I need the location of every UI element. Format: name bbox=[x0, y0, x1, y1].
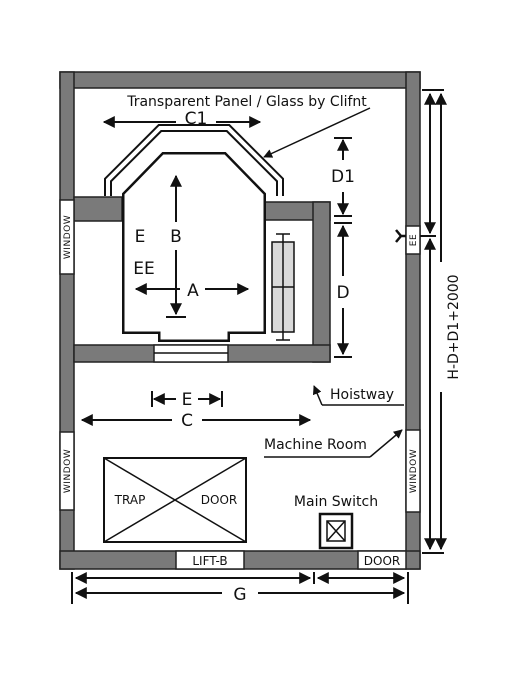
dimension-g: G bbox=[71, 572, 409, 605]
window-left-bottom-label: WINDOW bbox=[63, 449, 73, 493]
transparent-panel-label: Transparent Panel / Glass by Clifnt bbox=[126, 94, 367, 110]
door-bottom-label: DOOR bbox=[364, 554, 400, 568]
ee-label: EE bbox=[133, 259, 154, 279]
trap-label: TRAP bbox=[114, 493, 146, 507]
main-switch-label: Main Switch bbox=[294, 494, 378, 510]
transparent-panel-annotation: Transparent Panel / Glass by Clifnt bbox=[126, 94, 371, 158]
car-dimensions: E EE B A bbox=[133, 174, 250, 318]
window-left-top: WINDOW bbox=[59, 199, 75, 275]
hoistway-annotation: Hoistway bbox=[312, 385, 404, 406]
hoistway-label: Hoistway bbox=[330, 387, 394, 403]
dimension-c1: C1 bbox=[102, 109, 262, 129]
dimension-d: D bbox=[334, 222, 352, 358]
transparent-panel-leader bbox=[263, 107, 371, 158]
a-label: A bbox=[187, 281, 199, 301]
partition-left-stub bbox=[73, 196, 123, 222]
partition-right-wall bbox=[312, 201, 331, 363]
lift-b-label: LIFT-B bbox=[192, 554, 227, 568]
window-left-bottom: WINDOW bbox=[59, 431, 75, 511]
elevator-car bbox=[104, 124, 284, 342]
door-opening: DOOR bbox=[357, 550, 407, 570]
hoistway-partition bbox=[73, 196, 331, 363]
window-right-label: WINDOW bbox=[409, 449, 419, 493]
d1-label: D1 bbox=[331, 167, 355, 187]
dimension-e-lower: E bbox=[151, 390, 223, 410]
c-label: C bbox=[181, 411, 193, 431]
machine-room-annotation: Machine Room bbox=[264, 429, 403, 458]
counterweight bbox=[271, 233, 295, 341]
d-label: D bbox=[336, 283, 349, 303]
trap-door: TRAP DOOR bbox=[103, 457, 247, 543]
ee-marker-icon bbox=[395, 229, 406, 243]
ee-opening-right: EE bbox=[395, 225, 421, 255]
e-lower-label: E bbox=[182, 390, 193, 410]
window-right: WINDOW bbox=[405, 429, 421, 513]
dimension-c: C bbox=[80, 411, 312, 431]
lift-b-opening: LIFT-B bbox=[175, 550, 245, 570]
g-label: G bbox=[233, 585, 246, 605]
window-left-top-label: WINDOW bbox=[63, 215, 73, 259]
trap-door-label: DOOR bbox=[201, 493, 237, 507]
dimension-height: H-D+D1+2000 bbox=[420, 89, 462, 554]
ee-right-label: EE bbox=[409, 234, 419, 246]
b-label: B bbox=[170, 227, 182, 247]
machine-room-label: Machine Room bbox=[264, 437, 367, 453]
height-formula-label: H-D+D1+2000 bbox=[446, 274, 462, 379]
main-switch: Main Switch bbox=[294, 494, 378, 550]
dimension-d1: D1 bbox=[331, 137, 355, 217]
wall-top bbox=[59, 71, 421, 89]
c1-label: C1 bbox=[185, 109, 208, 129]
e-label: E bbox=[135, 227, 146, 247]
